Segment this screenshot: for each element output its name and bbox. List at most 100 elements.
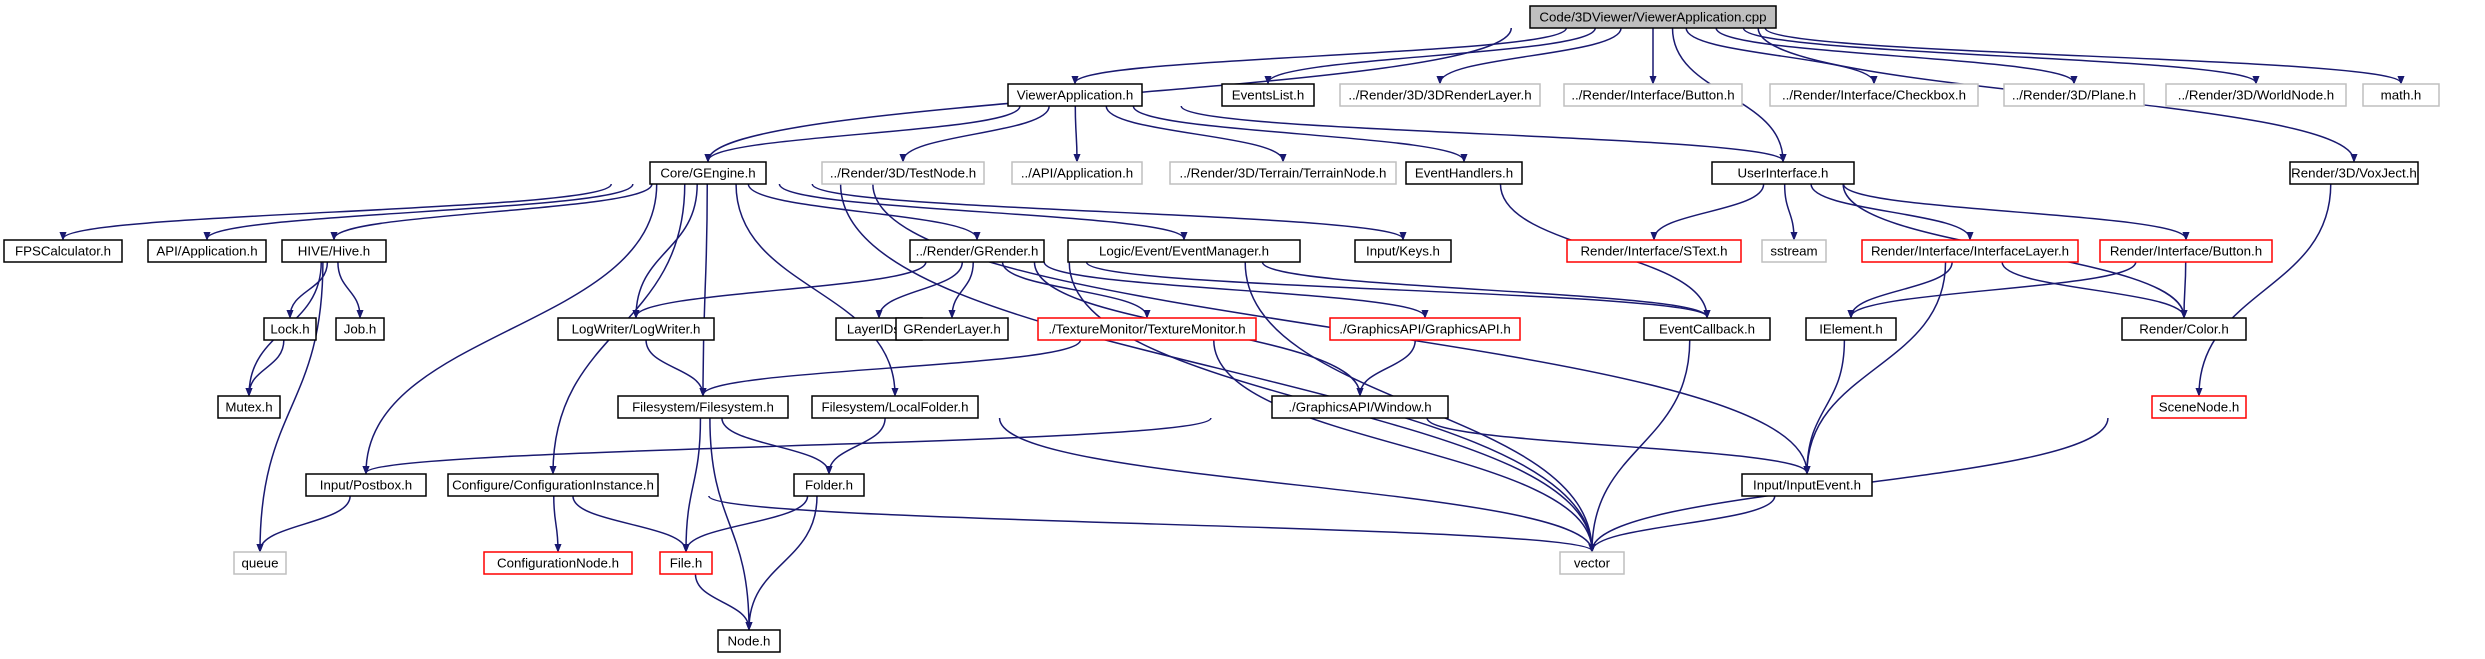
edge-evmgr-to-evcallback: [1261, 261, 1707, 317]
node-label-ibutton: ../Render/Interface/Button.h: [1571, 88, 1734, 103]
node-queue[interactable]: queue: [233, 551, 287, 575]
node-label-apiapp: ../API/Application.h: [1021, 166, 1133, 181]
node-plane[interactable]: ../Render/3D/Plane.h: [2003, 83, 2145, 107]
node-label-rbutton: Render/Interface/Button.h: [2110, 244, 2262, 259]
node-label-logwriter: LogWriter/LogWriter.h: [572, 322, 701, 337]
node-box-node: [717, 629, 781, 653]
edge-ilayer-to-color: [2001, 261, 2184, 317]
node-file[interactable]: File.h: [659, 551, 713, 575]
edge-vapp-to-uiface: [1180, 105, 1783, 161]
node-lock[interactable]: Lock.h: [263, 317, 317, 341]
node-evhandlers[interactable]: EventHandlers.h: [1405, 161, 1523, 185]
node-box-evmgr: [1067, 239, 1301, 263]
edge-gengine-to-postbox: [366, 183, 658, 473]
node-label-math: math.h: [2381, 88, 2422, 103]
node-root[interactable]: Code/3DViewer/ViewerApplication.cpp: [1529, 5, 1777, 29]
node-color[interactable]: Render/Color.h: [2121, 317, 2247, 341]
node-r3dlayer[interactable]: ../Render/3D/3DRenderLayer.h: [1339, 83, 1541, 107]
edge-root-to-plane: [1715, 27, 2074, 83]
node-vector[interactable]: vector: [1559, 551, 1625, 575]
node-box-lock: [263, 317, 317, 341]
node-ielement[interactable]: IElement.h: [1805, 317, 1897, 341]
edge-uiface-to-ilayer: [1810, 183, 1970, 239]
node-inputevent[interactable]: Input/InputEvent.h: [1741, 473, 1873, 497]
node-box-file: [659, 551, 713, 575]
node-apiapp2[interactable]: API/Application.h: [147, 239, 267, 263]
node-uiface[interactable]: UserInterface.h: [1711, 161, 1855, 185]
node-logwriter[interactable]: LogWriter/LogWriter.h: [557, 317, 715, 341]
edge-uiface-to-rbutton: [1842, 183, 2186, 239]
node-gapi[interactable]: ./GraphicsAPI/GraphicsAPI.h: [1329, 317, 1521, 341]
node-testnode[interactable]: ../Render/3D/TestNode.h: [821, 161, 985, 185]
node-confnode[interactable]: ConfigurationNode.h: [483, 551, 633, 575]
edges-layer: [63, 27, 2401, 629]
node-fps[interactable]: FPSCalculator.h: [3, 239, 123, 263]
node-label-inputevent: Input/InputEvent.h: [1753, 478, 1861, 493]
node-box-confnode: [483, 551, 633, 575]
edge-voxject-to-scenenode: [2199, 183, 2332, 395]
edge-uiface-to-stext: [1654, 183, 1765, 239]
edge-gengine-to-logwriter: [636, 183, 698, 317]
node-worldnode[interactable]: ../Render/3D/WorldNode.h: [2165, 83, 2347, 107]
node-label-events: EventsList.h: [1232, 88, 1304, 103]
nodes-layer: Code/3DViewer/ViewerApplication.cppViewe…: [3, 5, 2440, 653]
node-hive[interactable]: HIVE/Hive.h: [281, 239, 387, 263]
edge-rbutton-to-ielement: [1851, 261, 2137, 317]
node-math[interactable]: math.h: [2362, 83, 2440, 107]
node-window[interactable]: ./GraphicsAPI/Window.h: [1271, 395, 1449, 419]
node-gengine[interactable]: Core/GEngine.h: [649, 161, 767, 185]
node-box-ielement: [1805, 317, 1897, 341]
node-apiapp[interactable]: ../API/Application.h: [1011, 161, 1143, 185]
node-rbutton[interactable]: Render/Interface/Button.h: [2099, 239, 2273, 263]
edge-hive-to-lock: [290, 261, 329, 317]
node-box-job: [335, 317, 385, 341]
node-box-window: [1271, 395, 1449, 419]
node-confinst[interactable]: Configure/ConfigurationInstance.h: [447, 473, 659, 497]
edge-root-to-vapp: [1075, 27, 1568, 83]
node-evmgr[interactable]: Logic/Event/EventManager.h: [1067, 239, 1301, 263]
node-box-r3dlayer: [1339, 83, 1541, 107]
node-scenenode[interactable]: SceneNode.h: [2151, 395, 2247, 419]
node-icheck[interactable]: ../Render/Interface/Checkbox.h: [1769, 83, 1979, 107]
node-grlayer[interactable]: GRenderLayer.h: [895, 317, 1009, 341]
node-grender[interactable]: ../Render/GRender.h: [909, 239, 1045, 263]
node-fsys[interactable]: Filesystem/Filesystem.h: [617, 395, 789, 419]
node-events[interactable]: EventsList.h: [1221, 83, 1315, 107]
node-folder[interactable]: Folder.h: [793, 473, 865, 497]
node-label-color: Render/Color.h: [2139, 322, 2228, 337]
node-terrain[interactable]: ../Render/3D/Terrain/TerrainNode.h: [1169, 161, 1397, 185]
edge-folder-to-node: [749, 495, 818, 629]
node-ilayer[interactable]: Render/Interface/InterfaceLayer.h: [1861, 239, 2079, 263]
node-label-file: File.h: [670, 556, 703, 571]
node-label-scenenode: SceneNode.h: [2159, 400, 2240, 415]
node-texmon[interactable]: ./TextureMonitor/TextureMonitor.h: [1037, 317, 1257, 341]
node-ibutton[interactable]: ../Render/Interface/Button.h: [1563, 83, 1743, 107]
edge-postbox-to-queue: [260, 495, 351, 551]
edge-folder-to-file: [686, 495, 809, 551]
edge-vapp-to-terrain: [1105, 105, 1283, 161]
edge-root-to-events: [1268, 27, 1596, 83]
node-evcallback[interactable]: EventCallback.h: [1643, 317, 1771, 341]
edge-evcallback-to-vector: [1592, 339, 1691, 551]
node-label-evcallback: EventCallback.h: [1659, 322, 1755, 337]
node-sstream[interactable]: sstream: [1761, 239, 1827, 263]
node-mutex[interactable]: Mutex.h: [217, 395, 281, 419]
node-box-sstream: [1761, 239, 1827, 263]
node-localfolder[interactable]: Filesystem/LocalFolder.h: [811, 395, 979, 419]
node-box-scenenode: [2151, 395, 2247, 419]
node-box-voxject: [2289, 161, 2419, 185]
node-box-apiapp: [1011, 161, 1143, 185]
node-node[interactable]: Node.h: [717, 629, 781, 653]
node-keys[interactable]: Input/Keys.h: [1354, 239, 1452, 263]
node-vapp[interactable]: ViewerApplication.h: [1007, 83, 1143, 107]
node-box-keys: [1354, 239, 1452, 263]
edge-logwriter-to-fsys: [645, 339, 703, 395]
edge-confinst-to-confnode: [553, 495, 558, 551]
node-label-vapp: ViewerApplication.h: [1017, 88, 1134, 103]
node-stext[interactable]: Render/Interface/SText.h: [1566, 239, 1742, 263]
node-postbox[interactable]: Input/Postbox.h: [305, 473, 427, 497]
node-label-terrain: ../Render/3D/Terrain/TerrainNode.h: [1180, 166, 1387, 181]
node-job[interactable]: Job.h: [335, 317, 385, 341]
node-box-fps: [3, 239, 123, 263]
node-voxject[interactable]: Render/3D/VoxJect.h: [2289, 161, 2419, 185]
